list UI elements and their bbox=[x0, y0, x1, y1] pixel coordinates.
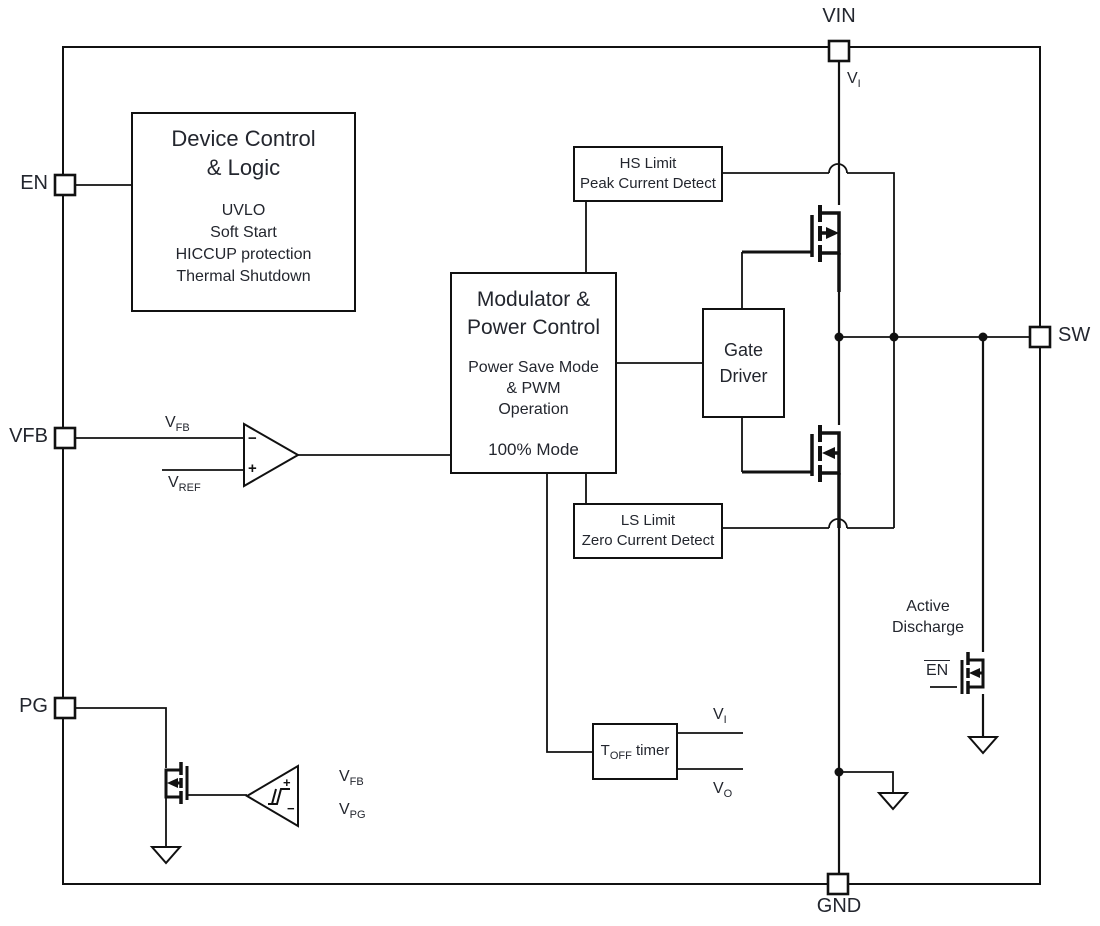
pin-vfb bbox=[53, 426, 77, 450]
pin-sw bbox=[1028, 325, 1052, 349]
modulator-body-line3: Operation bbox=[498, 401, 569, 418]
comparator-minus-sign: − bbox=[248, 430, 257, 447]
junction-dots bbox=[834, 332, 988, 777]
active-discharge-line1: Active bbox=[906, 598, 950, 615]
ground-icon-ad bbox=[966, 736, 1000, 755]
hs-mosfet bbox=[742, 205, 841, 292]
hysteresis-icon bbox=[268, 788, 290, 805]
device-control-title-line1: Device Control bbox=[171, 126, 316, 151]
toff-base: T bbox=[600, 741, 610, 759]
junction-sw-rail bbox=[834, 332, 844, 342]
timer-vo-label: VO bbox=[713, 780, 733, 801]
comparator-plus-sign: + bbox=[248, 460, 257, 477]
active-discharge-line2: Discharge bbox=[891, 619, 965, 636]
toff-timer-label: TOFF timer bbox=[601, 742, 670, 762]
gate-driver-line1: Gate bbox=[723, 340, 764, 360]
ls-limit-line2: Zero Current Detect bbox=[581, 532, 715, 549]
ls-body-arrow bbox=[822, 447, 835, 459]
wire-modulator-toff bbox=[546, 474, 592, 753]
toff-sub: OFF bbox=[609, 749, 632, 762]
error-comparator bbox=[243, 422, 301, 488]
hs-limit-line2: Peak Current Detect bbox=[580, 175, 716, 192]
device-boundary bbox=[62, 46, 1041, 885]
vref-signal-label: VREF bbox=[168, 474, 201, 495]
modulator-body-line1: Power Save Mode bbox=[468, 359, 599, 376]
pin-gnd bbox=[826, 872, 850, 896]
ground-symbols bbox=[149, 736, 1000, 865]
block-hs-limit: HS Limit Peak Current Detect bbox=[573, 146, 723, 202]
pg-comparator-plus-sign: + bbox=[283, 775, 291, 790]
block-toff-timer: TOFF timer bbox=[592, 723, 678, 780]
pin-label-en: EN bbox=[20, 172, 48, 194]
hs-limit-line1: HS Limit bbox=[619, 155, 677, 172]
modulator-body: Power Save Mode & PWM Operation bbox=[468, 357, 599, 420]
toff-post: timer bbox=[631, 741, 670, 759]
block-gate-driver: Gate Driver bbox=[702, 308, 785, 418]
signal-wires bbox=[75, 163, 1030, 847]
pin-label-pg: PG bbox=[19, 695, 48, 717]
device-pins bbox=[53, 39, 1052, 896]
wire-gnd-branch bbox=[839, 771, 894, 793]
ls-limit-line1: LS Limit bbox=[620, 512, 676, 529]
active-discharge-label: Active Discharge bbox=[873, 596, 983, 638]
pin-en bbox=[53, 173, 77, 197]
pin-label-vfb: VFB bbox=[9, 425, 48, 447]
timer-vi-label: VI bbox=[713, 706, 727, 727]
modulator-title-line1: Modulator & bbox=[476, 288, 591, 311]
modulator-body-line2: & PWM bbox=[506, 380, 561, 397]
ground-icon-main bbox=[876, 792, 910, 811]
modulator-title-line2: Power Control bbox=[466, 316, 601, 339]
pg-comparator bbox=[245, 764, 299, 828]
ls-mosfet bbox=[742, 425, 841, 528]
pin-label-gnd: GND bbox=[816, 895, 862, 917]
ad-mosfet bbox=[960, 652, 985, 694]
junction-sw-ad bbox=[978, 332, 988, 342]
pg-drain-source bbox=[164, 768, 181, 799]
modulator-footer: 100% Mode bbox=[488, 440, 579, 459]
pin-label-vin: VIN bbox=[822, 5, 856, 27]
junction-sw-sense bbox=[889, 332, 899, 342]
pin-label-sw: SW bbox=[1058, 324, 1091, 346]
junction-gnd bbox=[834, 767, 844, 777]
pg-vpg-label: VPG bbox=[339, 801, 366, 822]
vfb-signal-label: VFB bbox=[165, 414, 190, 435]
en-bar-text: EN bbox=[924, 660, 951, 679]
gate-driver-line2: Driver bbox=[719, 366, 768, 386]
device-control-item: Soft Start bbox=[210, 224, 277, 241]
modulator-title: Modulator & Power Control bbox=[467, 286, 600, 342]
pg-mosfet bbox=[164, 762, 189, 804]
wire-pg bbox=[75, 707, 167, 768]
block-modulator: Modulator & Power Control Power Save Mod… bbox=[450, 272, 617, 474]
pg-comparator-minus-sign: − bbox=[287, 801, 295, 816]
pg-vfb-label: VFB bbox=[339, 768, 364, 789]
en-bar-label: EN bbox=[924, 660, 951, 680]
device-control-item: HICCUP protection bbox=[175, 246, 312, 263]
pin-pg bbox=[53, 696, 77, 720]
wire-toff-outputs bbox=[678, 732, 743, 770]
pin-vin bbox=[827, 39, 851, 63]
device-control-title-line2: & Logic bbox=[206, 155, 281, 180]
ad-body-arrow bbox=[969, 668, 980, 678]
vi-rail-label: VI bbox=[847, 70, 861, 91]
hs-body-arrow bbox=[826, 227, 839, 239]
power-rails bbox=[837, 61, 985, 874]
device-control-title: Device Control & Logic bbox=[171, 124, 315, 182]
device-control-item: UVLO bbox=[221, 202, 266, 219]
device-control-items: UVLO Soft Start HICCUP protection Therma… bbox=[176, 200, 312, 288]
block-ls-limit: LS Limit Zero Current Detect bbox=[573, 503, 723, 559]
ground-icon-pg bbox=[149, 846, 183, 865]
block-device-control: Device Control & Logic UVLO Soft Start H… bbox=[131, 112, 356, 312]
pg-body-arrow bbox=[167, 778, 178, 788]
device-control-item: Thermal Shutdown bbox=[176, 268, 311, 285]
